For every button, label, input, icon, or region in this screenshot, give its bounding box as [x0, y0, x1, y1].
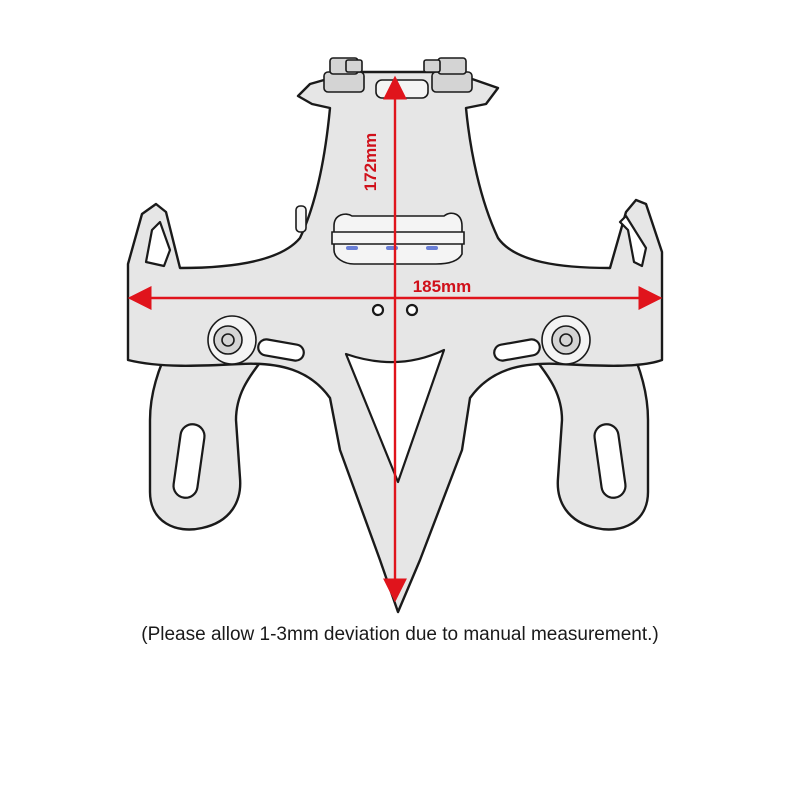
right-hook-loop: [618, 214, 648, 268]
left-pivot-bolt: [207, 315, 257, 365]
led-3: [426, 246, 438, 250]
left-arm-slot: [172, 423, 206, 499]
right-pivot-bolt: [541, 315, 591, 365]
center-hole-left: [371, 303, 385, 317]
left-hook-loop: [144, 220, 172, 268]
led-1: [346, 246, 358, 250]
width-dimension-label: 185mm: [413, 277, 472, 296]
height-dimension-label: 172mm: [361, 133, 380, 192]
right-side-slot: [493, 338, 541, 362]
center-hole-right: [405, 303, 419, 317]
right-arm-slot: [593, 423, 627, 499]
left-side-slot: [257, 338, 305, 362]
measurement-note: (Please allow 1-3mm deviation due to man…: [141, 624, 659, 645]
